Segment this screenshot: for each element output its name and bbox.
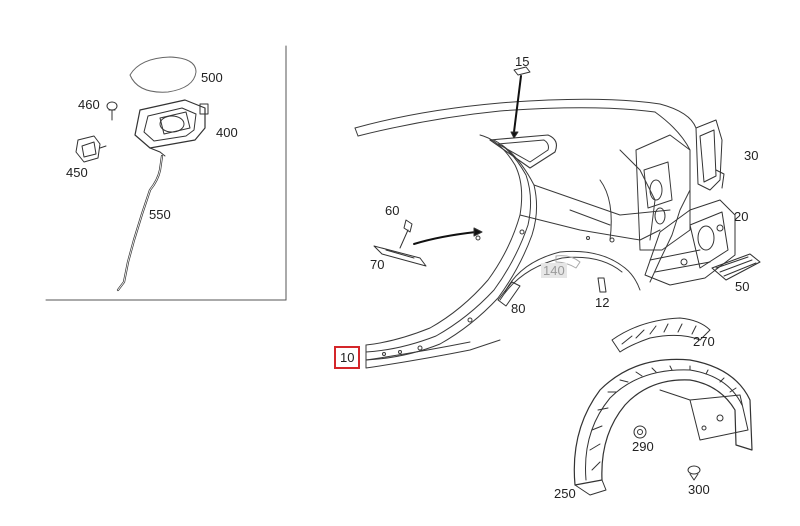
filler-housing-drawing: [134, 99, 209, 157]
part-label-20: 20: [734, 209, 749, 224]
part-label-300: 300: [688, 482, 710, 497]
part-label-290: 290: [632, 439, 654, 454]
part-15-drawing: [510, 66, 531, 139]
part-label-15: 15: [515, 54, 530, 69]
part-label-10-highlighted[interactable]: 10: [334, 346, 361, 369]
part-label-50: 50: [735, 279, 750, 294]
part-80-drawing: [497, 281, 521, 307]
drain-hose-drawing: [116, 154, 164, 292]
part-label-400: 400: [216, 125, 238, 140]
part-20-drawing: [644, 199, 736, 286]
part-label-270: 270: [693, 334, 715, 349]
part-label-250: 250: [554, 486, 576, 501]
part-60-70-drawing: [373, 219, 483, 267]
part-label-500: 500: [201, 70, 223, 85]
part-30-drawing: [695, 119, 725, 191]
part-140-drawing: [555, 255, 581, 269]
part-label-60: 60: [385, 203, 400, 218]
part-270-drawing: [611, 317, 711, 353]
rear-side-panel-drawing: [354, 98, 697, 369]
actuator-drawing: [75, 135, 107, 163]
fuel-flap-lid-drawing: [129, 56, 197, 93]
part-label-550: 550: [149, 207, 171, 222]
part-label-70: 70: [370, 257, 385, 272]
part-300-drawing: [687, 465, 701, 481]
inset-frame: [45, 45, 287, 301]
part-290-drawing: [633, 425, 647, 439]
part-250-drawing: [573, 358, 753, 496]
part-label-80: 80: [511, 301, 526, 316]
part-label-450: 450: [66, 165, 88, 180]
part-label-12: 12: [595, 295, 610, 310]
part-label-140: 140: [541, 263, 567, 278]
part-label-30: 30: [744, 148, 759, 163]
screw-drawing: [106, 101, 118, 121]
part-50-drawing: [711, 253, 761, 281]
part-12-drawing: [597, 277, 607, 293]
part-label-460: 460: [78, 97, 100, 112]
